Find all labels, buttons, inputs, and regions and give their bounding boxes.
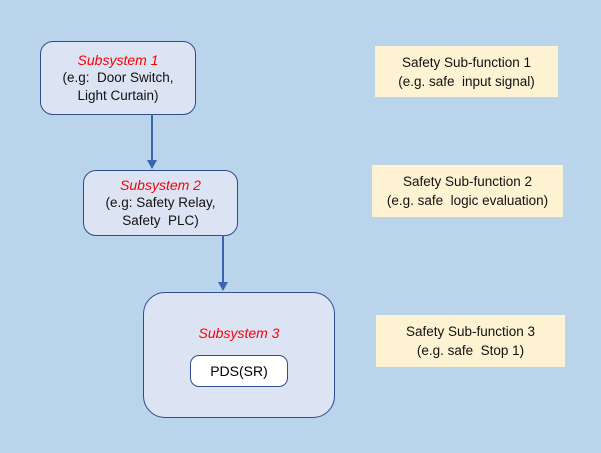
subsystem-3-title: Subsystem 3	[198, 325, 280, 341]
pds-sr-box: PDS(SR)	[190, 355, 288, 387]
safety-subfunction-1-line-2: (e.g. safe input signal)	[398, 73, 535, 89]
safety-subfunction-3-line-2: (e.g. safe Stop 1)	[416, 343, 525, 358]
safety-subfunction-2-label: Safety Sub-function 2 (e.g. safe logic e…	[372, 165, 563, 217]
subsystem-2-example-line-2: Safety PLC)	[122, 213, 199, 228]
subsystem-1-box: Subsystem 1 (e.g: Door Switch, Light Cur…	[40, 41, 196, 115]
arrow-subsystem2-to-subsystem3-head-icon	[218, 282, 228, 291]
pds-sr-label: PDS(SR)	[210, 363, 268, 379]
subsystem-3-box: Subsystem 3 PDS(SR)	[143, 292, 335, 418]
safety-subfunction-1-line-1: Safety Sub-function 1	[401, 54, 532, 70]
arrow-subsystem2-to-subsystem3-line	[222, 235, 224, 282]
subsystem-1-example-line-2: Light Curtain)	[77, 88, 159, 103]
safety-subfunction-3-line-1: Safety Sub-function 3	[405, 324, 536, 339]
safety-subfunction-3-label: Safety Sub-function 3 (e.g. safe Stop 1)	[376, 315, 565, 367]
safety-subfunction-2-line-1: Safety Sub-function 2	[402, 174, 533, 189]
arrow-subsystem1-to-subsystem2-head-icon	[147, 160, 157, 169]
arrow-subsystem1-to-subsystem2-line	[151, 114, 153, 160]
safety-subfunction-2-line-2: (e.g. safe logic evaluation)	[386, 193, 549, 208]
subsystem-1-example-line-1: (e.g: Door Switch,	[62, 70, 174, 85]
safety-subfunction-1-label: Safety Sub-function 1 (e.g. safe input s…	[375, 46, 558, 97]
subsystem-2-example-line-1: (e.g: Safety Relay,	[105, 195, 216, 210]
subsystem-2-title: Subsystem 2	[120, 177, 201, 193]
subsystem-1-title: Subsystem 1	[77, 52, 159, 68]
subsystem-2-box: Subsystem 2 (e.g: Safety Relay, Safety P…	[83, 170, 238, 236]
